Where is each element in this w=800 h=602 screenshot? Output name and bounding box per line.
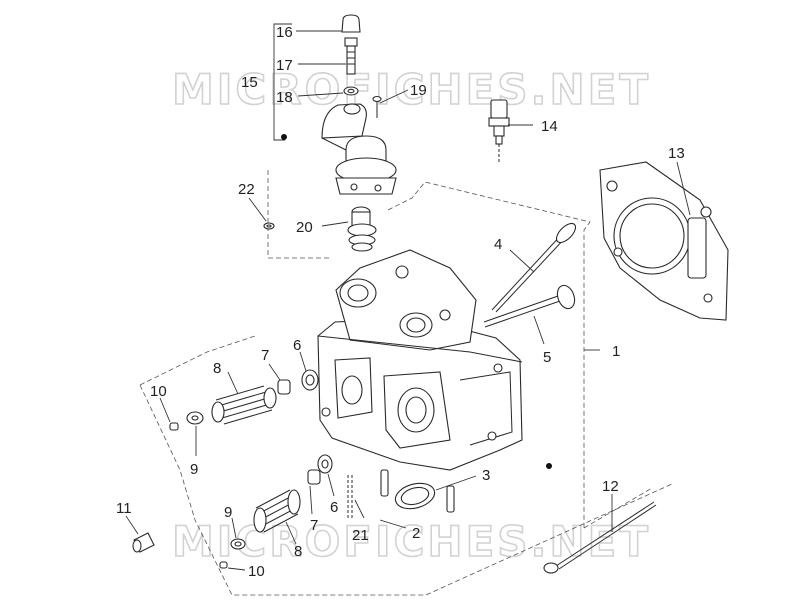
label-part-19: 19 [410, 82, 427, 99]
part-6-seat-lower [317, 454, 335, 497]
label-part-22: 22 [238, 181, 255, 198]
part-9-retainer-upper [186, 411, 204, 456]
part-8-spring-lower [253, 489, 301, 545]
part-20-thermostat [321, 206, 377, 252]
label-part-10-upper: 10 [150, 383, 167, 400]
label-part-14: 14 [541, 118, 558, 135]
group-bracket-15 [273, 23, 292, 141]
label-part-7-upper: 7 [261, 347, 269, 364]
part-4-valve [491, 222, 577, 313]
part-8-spring-upper [211, 371, 277, 425]
label-part-8-upper: 8 [213, 360, 221, 377]
label-part-5: 5 [543, 349, 551, 366]
part-3-ring [394, 475, 477, 510]
assembly-outline [139, 170, 673, 596]
part-13-head-gasket [599, 161, 729, 321]
watermark-bottom: MICROFICHES.NET [172, 517, 651, 566]
label-part-8-lower: 8 [294, 543, 302, 560]
label-part-12: 12 [602, 478, 619, 495]
label-part-13: 13 [668, 145, 685, 162]
part-6-seat-upper [299, 351, 319, 391]
label-part-18: 18 [276, 89, 293, 106]
part-5-valve [483, 284, 576, 345]
label-part-6-lower: 6 [330, 499, 338, 516]
part-7-seal-upper [268, 363, 291, 395]
part-1-cylinder-head [317, 249, 523, 471]
part-9-retainer-lower [230, 517, 246, 550]
label-part-6-upper: 6 [293, 337, 301, 354]
part-2-dowel-pins [379, 469, 455, 529]
label-part-9-upper: 9 [190, 461, 198, 478]
label-part-2: 2 [412, 525, 420, 542]
part-10-keeper-upper [159, 397, 179, 431]
part-1-leader [546, 349, 600, 469]
label-part-7-lower: 7 [310, 517, 318, 534]
part-number-labels: 1 2 3 4 5 6 6 7 7 8 8 9 9 10 10 11 12 13… [116, 24, 685, 580]
part-17-bleed-screw [298, 37, 358, 75]
part-18-washer [297, 86, 359, 97]
part-22-o-ring [248, 197, 275, 230]
thermostat-housing [321, 103, 397, 195]
part-12-bolt [543, 494, 657, 574]
label-part-10-lower: 10 [248, 563, 265, 580]
part-16-cap [296, 14, 361, 33]
part-11-plug [125, 515, 155, 553]
label-part-16: 16 [276, 24, 293, 41]
part-10-keeper-lower [219, 561, 246, 571]
label-part-3: 3 [482, 467, 490, 484]
label-part-9-lower: 9 [224, 504, 232, 521]
part-14-temperature-sensor [488, 99, 533, 162]
label-part-11: 11 [116, 500, 132, 517]
part-21-stud [347, 475, 365, 519]
part-7-seal-lower [307, 469, 321, 515]
label-part-4: 4 [494, 236, 502, 253]
label-part-1: 1 [612, 343, 620, 360]
part-19-screw [372, 89, 409, 118]
label-part-21: 21 [352, 527, 369, 544]
label-part-17: 17 [276, 57, 293, 74]
watermark-top: MICROFICHES.NET [172, 65, 651, 114]
label-part-15: 15 [241, 74, 258, 91]
label-part-20: 20 [296, 219, 313, 236]
